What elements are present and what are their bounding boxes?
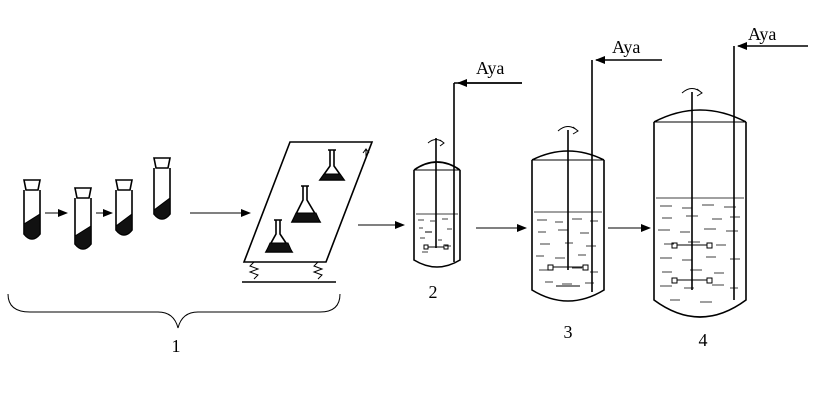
stirrer-icon (423, 231, 449, 250)
flask-icon (264, 219, 294, 253)
stage-2-label: 2 (429, 282, 438, 302)
fermenter-icon (653, 46, 747, 318)
test-tube-4 (153, 157, 171, 220)
flask-icon (318, 149, 346, 181)
air-inlet-label-4: Aya (748, 24, 776, 44)
test-tube-3 (115, 179, 133, 236)
fermenter-icon (413, 83, 461, 268)
air-inlet-label-2: Aya (476, 58, 504, 78)
test-tube-1 (23, 179, 41, 240)
fermenter-icon (531, 60, 605, 302)
brace-icon (7, 293, 341, 329)
test-tube-2 (74, 187, 92, 250)
air-inlet-label-3: Aya (612, 37, 640, 57)
stage-1-label: 1 (172, 336, 181, 356)
shaker-table-icon (242, 141, 374, 283)
stage-4-label: 4 (699, 330, 708, 350)
stirrer-icon (671, 242, 713, 284)
flask-icon (290, 185, 322, 223)
stirrer-icon (547, 264, 589, 287)
stage-3-label: 3 (564, 322, 573, 342)
